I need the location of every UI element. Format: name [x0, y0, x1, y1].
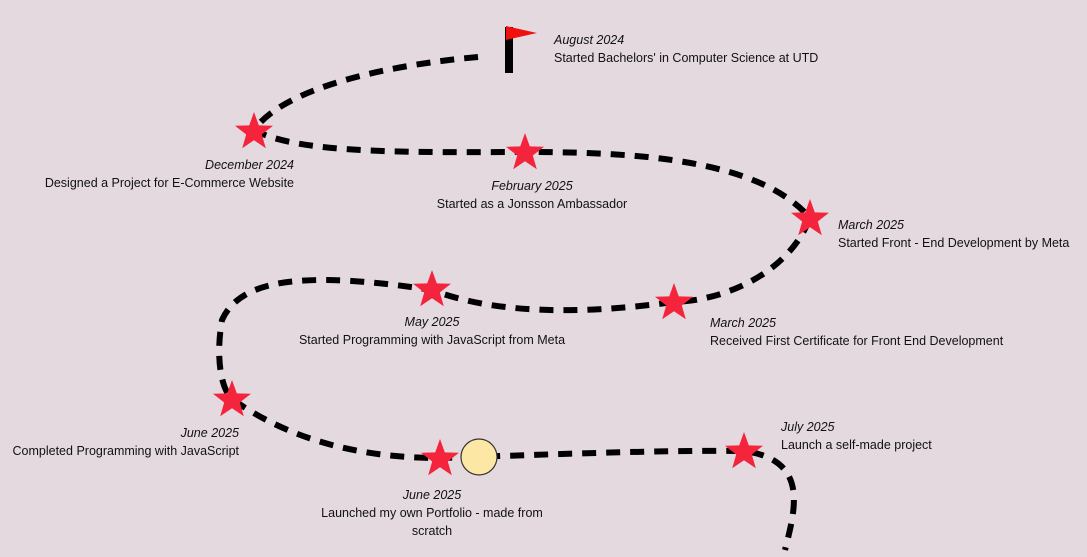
milestone-date: June 2025: [180, 426, 239, 440]
milestone-date: July 2025: [781, 420, 835, 434]
milestone-label-8: July 2025 Launch a self-made project: [781, 418, 932, 454]
milestone-date: May 2025: [404, 315, 460, 329]
milestone-date: June 2025: [402, 488, 462, 502]
milestone-desc: Launched my own Portfolio - made from sc…: [321, 506, 543, 538]
star-icon: [725, 432, 763, 469]
milestone-desc: Started Bachelors' in Computer Science a…: [554, 51, 819, 65]
milestone-label-7: June 2025 Launched my own Portfolio - ma…: [312, 486, 552, 540]
star-icon: [791, 199, 829, 236]
timeline-path: [216, 54, 814, 551]
milestone-date: March 2025: [710, 316, 777, 330]
start-flag: [505, 26, 537, 73]
star-icon: [235, 112, 273, 149]
star-icon: [655, 283, 693, 320]
star-icon: [413, 270, 451, 307]
milestone-label-5: May 2025 Started Programming with JavaSc…: [282, 313, 582, 349]
milestone-label-3: March 2025 Started Front - End Developme…: [838, 216, 1069, 252]
milestone-desc: Launch a self-made project: [781, 438, 932, 452]
milestone-label-1: December 2024 Designed a Project for E-C…: [45, 156, 294, 192]
milestone-date: December 2024: [205, 158, 294, 172]
star-icon: [421, 439, 459, 476]
milestone-desc: Completed Programming with JavaScript: [12, 444, 239, 458]
current-position-marker: [460, 438, 498, 476]
start-label: August 2024 Started Bachelors' in Comput…: [554, 31, 818, 67]
milestone-desc: Started Front - End Development by Meta: [838, 236, 1070, 250]
milestone-date: February 2025: [491, 179, 573, 193]
milestone-label-4: March 2025 Received First Certificate fo…: [710, 314, 1003, 350]
star-icon: [506, 133, 544, 170]
milestone-label-6: June 2025 Completed Programming with Jav…: [13, 424, 239, 460]
milestone-date: March 2025: [838, 218, 905, 232]
milestone-desc: Started Programming with JavaScript from…: [298, 333, 566, 347]
flag-icon: [506, 26, 537, 40]
milestone-stars: [213, 112, 829, 476]
milestone-desc: Started as a Jonsson Ambassador: [436, 197, 628, 211]
milestone-desc: Received First Certificate for Front End…: [710, 334, 1004, 348]
star-icon: [213, 380, 251, 417]
milestone-date: August 2024: [554, 33, 625, 47]
milestone-desc: Designed a Project for E-Commerce Websit…: [44, 176, 294, 190]
milestone-label-2: February 2025 Started as a Jonsson Ambas…: [382, 177, 682, 213]
flag-pole: [505, 27, 513, 73]
